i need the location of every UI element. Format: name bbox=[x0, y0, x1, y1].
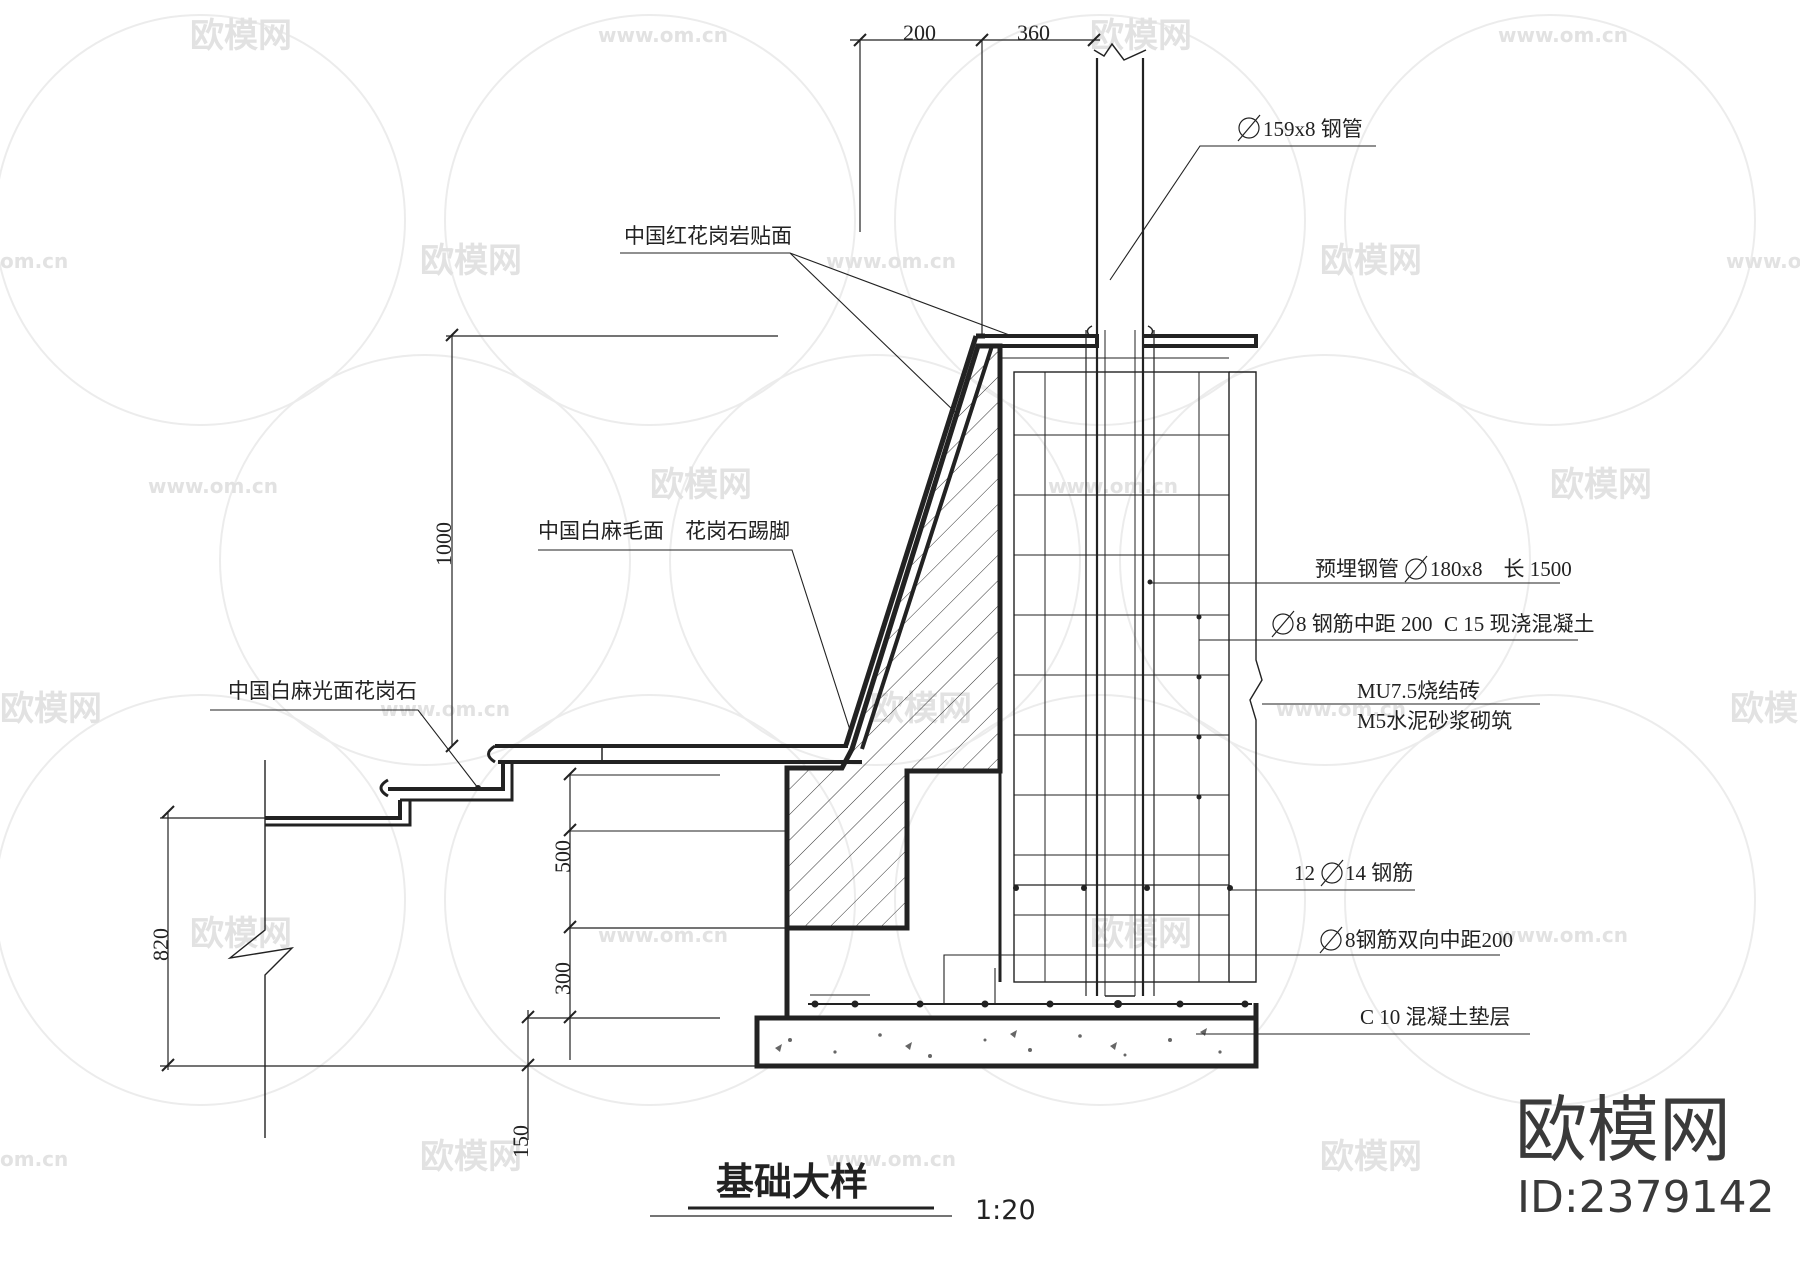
label-steel-pipe: 159x8 钢管 bbox=[1263, 117, 1363, 141]
watermark-url: www.om.cn bbox=[148, 474, 278, 498]
label-rebar-spacing: 8 钢筋中距 200 bbox=[1296, 612, 1433, 636]
label-rebar-12-group: 12 14 钢筋 bbox=[1294, 859, 1413, 887]
diameter-icon-slash bbox=[1271, 610, 1295, 638]
drawing-title: 基础大样 bbox=[716, 1160, 868, 1204]
watermark-logo: 欧模网 bbox=[420, 241, 522, 281]
label-c15-concrete: C 15 现浇混凝土 bbox=[1444, 612, 1595, 636]
dimension-lines bbox=[160, 33, 1101, 1140]
watermark-url: om.cn bbox=[0, 1147, 68, 1171]
brand-logo-text: 欧模网 bbox=[1515, 1088, 1731, 1172]
watermark-url: www.om.cn bbox=[1048, 474, 1178, 498]
dim-300: 300 bbox=[550, 962, 575, 995]
label-c10-cushion: C 10 混凝土垫层 bbox=[1360, 1005, 1511, 1029]
rebar-leader-dots bbox=[1196, 614, 1202, 800]
diameter-icon-slash bbox=[1320, 859, 1344, 887]
watermark-logo: 欧模网 bbox=[650, 465, 752, 505]
concrete-cushion bbox=[754, 1015, 1259, 1069]
drawing-scale: 1:20 bbox=[975, 1195, 1036, 1226]
platform-steps bbox=[265, 744, 862, 832]
watermark-url: www.om.cn bbox=[826, 1147, 956, 1171]
foundation-structure bbox=[265, 42, 1263, 1069]
label-rebar-mesh: 8钢筋双向中距200 bbox=[1345, 928, 1513, 952]
label-embedded-pipe-group: 预埋钢管 180x8 长 1500 bbox=[1315, 555, 1572, 583]
watermark-logo: 欧模网 bbox=[1320, 241, 1422, 281]
label-white-granite: 中国白麻光面花岗石 bbox=[228, 679, 417, 703]
watermark-url: www.om.cn bbox=[1276, 697, 1406, 721]
label-red-granite: 中国红花岗岩贴面 bbox=[624, 224, 792, 248]
label-embedded-pipe-size: 180x8 长 1500 bbox=[1430, 557, 1572, 581]
brick-courses bbox=[1014, 372, 1229, 982]
diameter-icon bbox=[1238, 117, 1260, 139]
wall-rebar-dots bbox=[1013, 885, 1233, 891]
dim-500: 500 bbox=[550, 840, 575, 873]
label-rebar-concrete-group: 8 钢筋中距 200 C 15 现浇混凝土 bbox=[1271, 610, 1595, 638]
watermark-logo: 欧模网 bbox=[420, 1137, 522, 1177]
watermark-logo: 欧模网 bbox=[0, 689, 102, 729]
label-rebar-14: 14 钢筋 bbox=[1345, 861, 1413, 885]
label-skirting: 中国白麻毛面 花岗石踢脚 bbox=[538, 519, 790, 543]
diameter-icon-slash bbox=[1237, 114, 1261, 142]
label-steel-pipe-group: 159x8 钢管 bbox=[1237, 114, 1363, 142]
watermark-url: www.om.cn bbox=[598, 923, 728, 947]
watermark-logo: 欧模网 bbox=[190, 914, 292, 954]
sloped-facing bbox=[843, 333, 994, 750]
watermark-logo: 欧模网 bbox=[190, 16, 292, 56]
label-brick: MU7.5烧结砖 bbox=[1357, 679, 1480, 703]
concrete-hatched-zone bbox=[784, 343, 1003, 931]
dim-1000: 1000 bbox=[431, 522, 456, 566]
watermark-logo: 欧模网 bbox=[1320, 1137, 1422, 1177]
leader-lines bbox=[210, 145, 1578, 1035]
top-capping bbox=[976, 325, 1258, 359]
watermark-url: www.om.cn bbox=[826, 249, 956, 273]
right-wall-edge bbox=[1229, 371, 1263, 983]
watermark-url: www.om.cn bbox=[598, 23, 728, 47]
watermark-logo: 欧模网 bbox=[1550, 465, 1652, 505]
watermark-url: www.om.cn bbox=[380, 697, 510, 721]
label-embedded-pipe: 预埋钢管 bbox=[1315, 557, 1399, 581]
label-rebar-count: 12 bbox=[1294, 861, 1315, 885]
diameter-icon-slash bbox=[1404, 555, 1428, 583]
dim-200: 200 bbox=[903, 20, 936, 45]
watermark-logo: 欧模网 bbox=[1730, 689, 1800, 729]
watermark-logo: 欧模网 bbox=[1090, 914, 1192, 954]
watermark-url: www.om.cn bbox=[1498, 23, 1628, 47]
watermark-url: www.om.cn bbox=[1498, 923, 1628, 947]
dim-150: 150 bbox=[508, 1125, 533, 1158]
dim-820: 820 bbox=[148, 928, 173, 961]
watermark-logo: 欧模网 bbox=[1090, 16, 1192, 56]
foundation-outline bbox=[784, 928, 1259, 1018]
brand-id: ID:2379142 bbox=[1517, 1172, 1775, 1223]
label-rebar-mesh-group: 8钢筋双向中距200 bbox=[1319, 926, 1513, 954]
diameter-icon bbox=[1320, 929, 1342, 951]
watermark-url: om.cn bbox=[0, 249, 68, 273]
diameter-icon bbox=[1405, 558, 1427, 580]
brick-masonry bbox=[1013, 371, 1230, 983]
label-mortar: M5水泥砂浆砌筑 bbox=[1357, 709, 1512, 733]
dim-360: 360 bbox=[1017, 20, 1050, 45]
steel-pipe bbox=[1085, 42, 1155, 1008]
diameter-icon bbox=[1272, 613, 1294, 635]
diameter-icon-slash bbox=[1319, 926, 1343, 954]
diameter-icon bbox=[1321, 862, 1343, 884]
watermark-url: www.om.cn bbox=[1726, 249, 1800, 273]
